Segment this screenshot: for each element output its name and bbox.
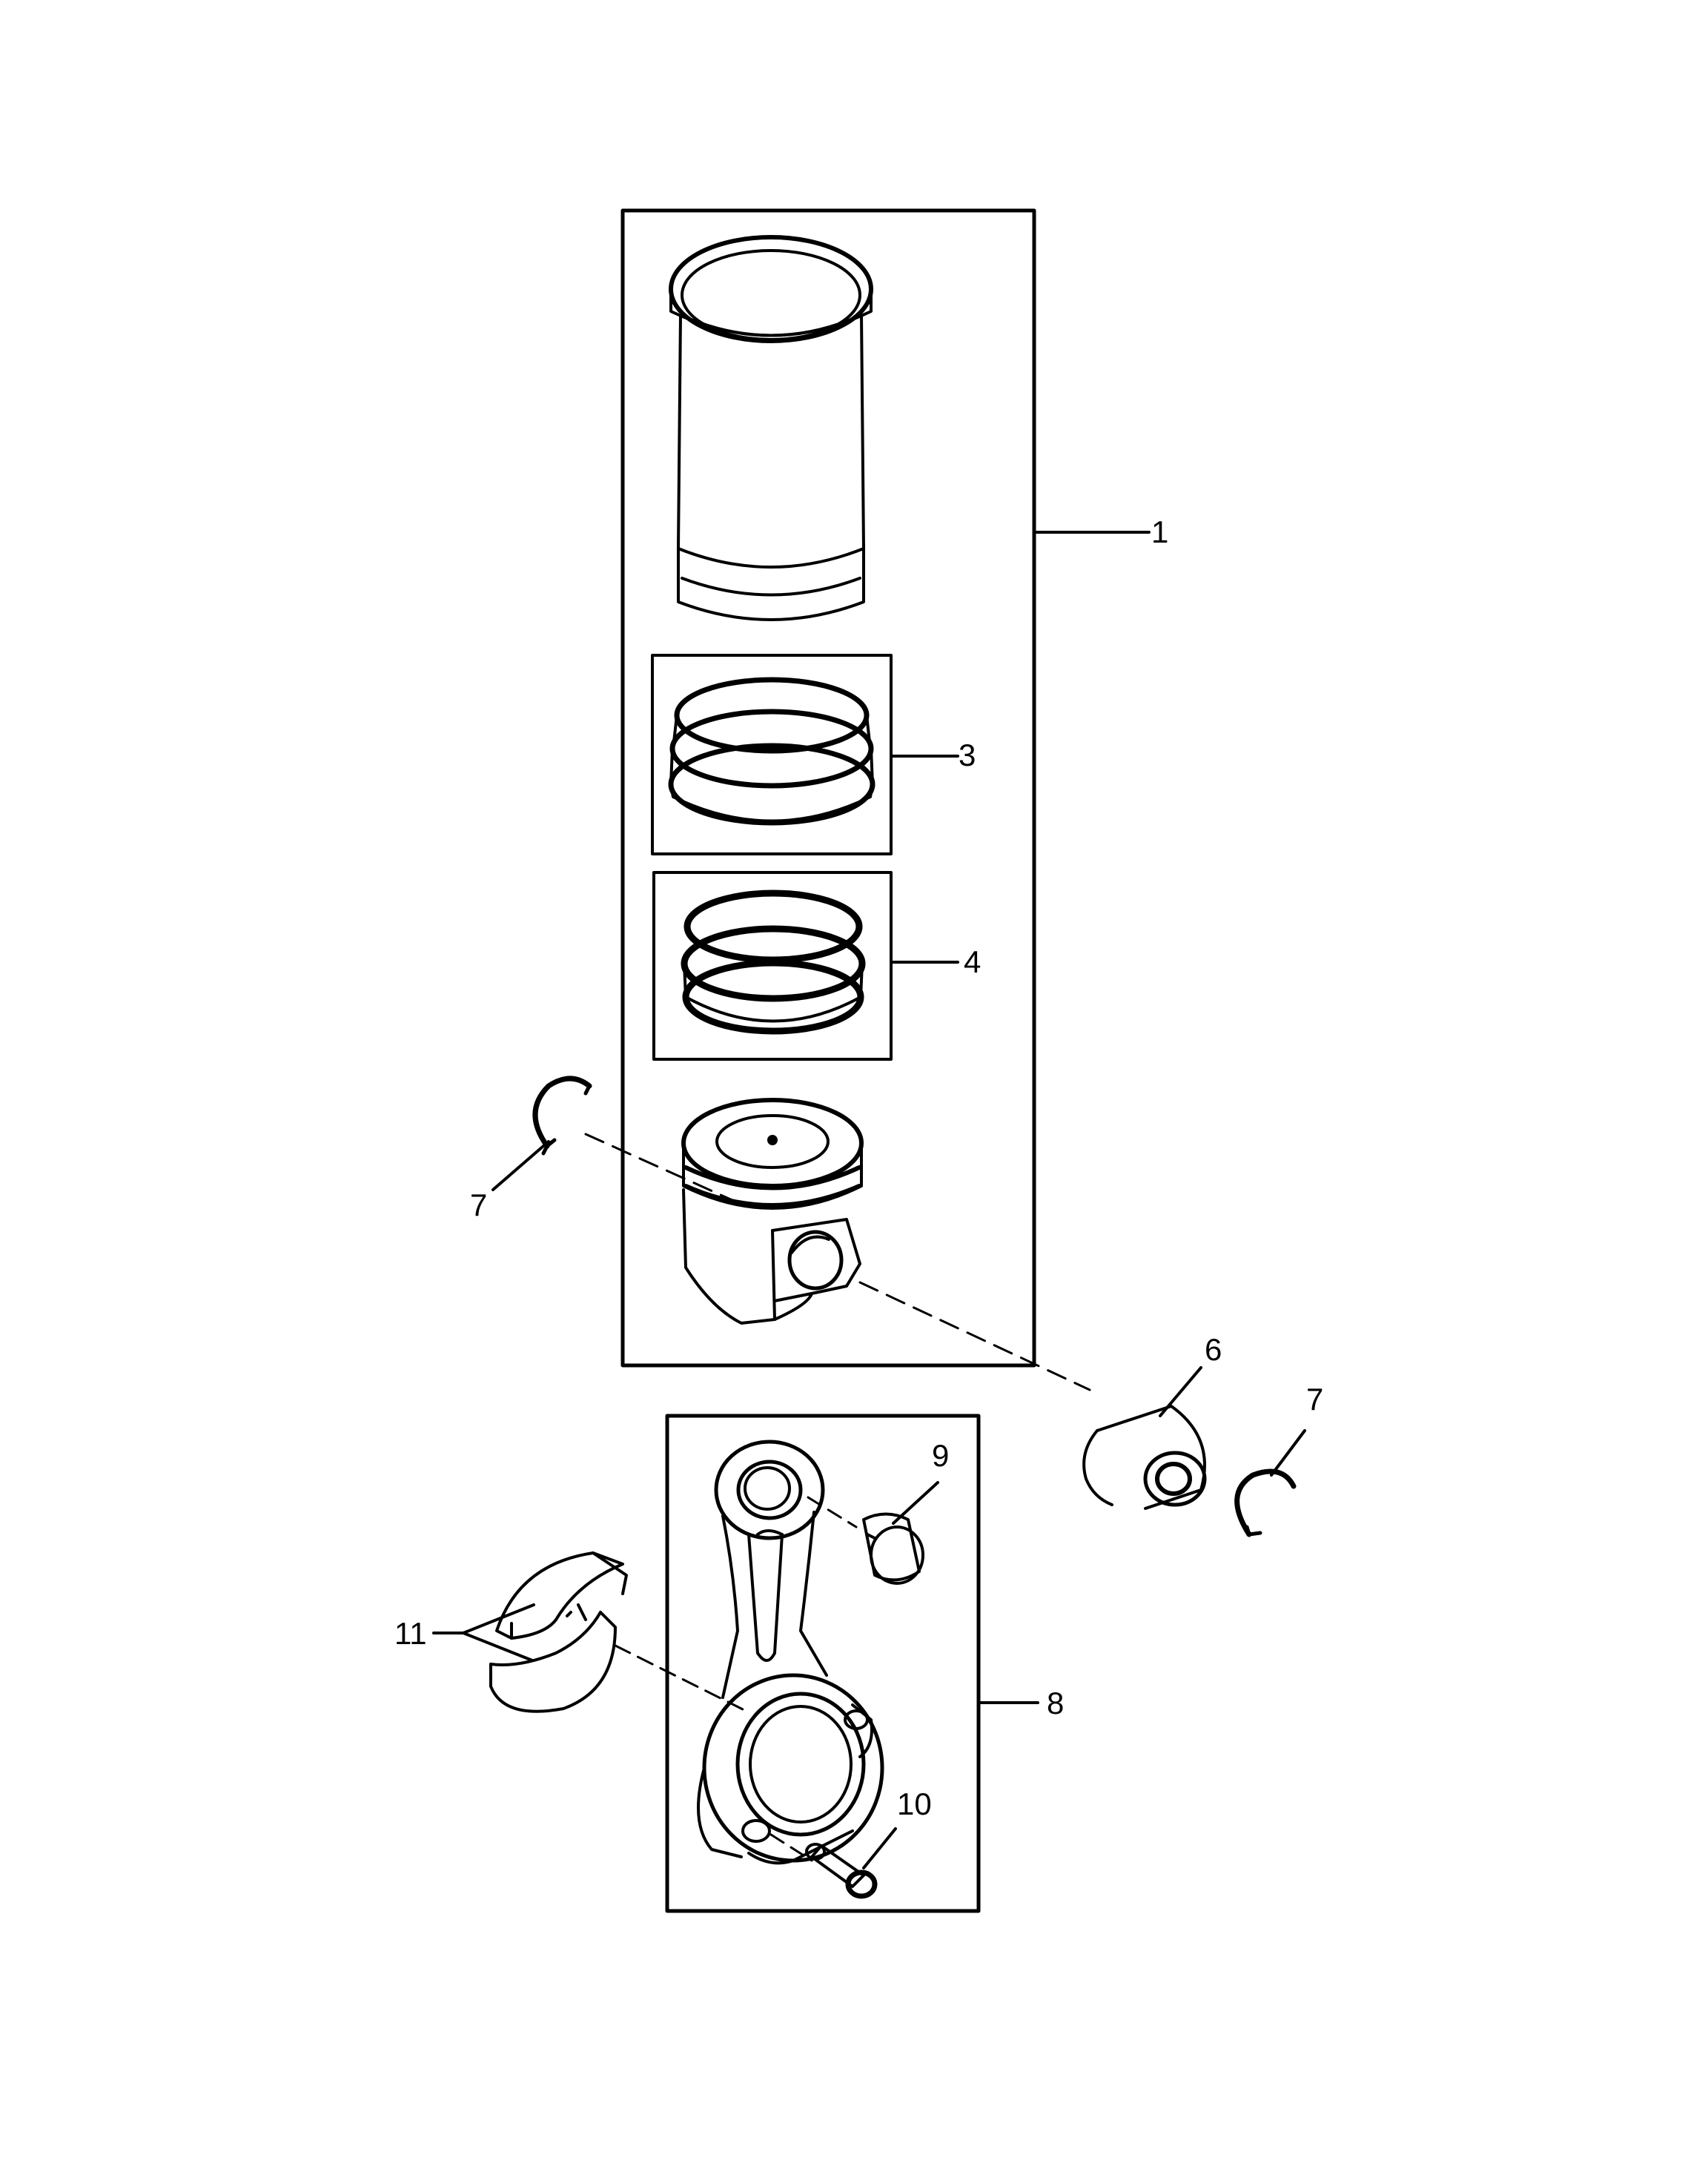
- kit-frame-1: [620, 208, 1036, 1368]
- bearing-shell-icon: [489, 1551, 628, 1713]
- piston-pin-icon: [1082, 1405, 1207, 1510]
- callout-8: 8: [1047, 1686, 1064, 1720]
- callout-4: 4: [964, 944, 981, 979]
- callout-1: 1: [1151, 514, 1168, 549]
- rod-frame-8: [665, 1414, 981, 1913]
- callout-7-left: 7: [470, 1188, 487, 1222]
- piston-ring-set-icon: [668, 677, 875, 826]
- callout-6: 6: [1205, 1332, 1222, 1367]
- leader-6: [1159, 1366, 1202, 1417]
- callout-7-right: 7: [1306, 1382, 1323, 1417]
- piston-icon: [681, 1098, 864, 1325]
- leader-11: [432, 1603, 535, 1662]
- snap-ring-icon: [1234, 1468, 1297, 1537]
- callout-9: 9: [932, 1438, 949, 1473]
- callout-10: 10: [897, 1786, 932, 1821]
- bolt-axis-dashed: [769, 1833, 813, 1862]
- leader-7-left: [491, 1140, 550, 1191]
- bushing-axis-dashed: [807, 1496, 858, 1528]
- callout-3: 3: [959, 738, 976, 772]
- leader-10: [862, 1827, 897, 1869]
- leader-7-right: [1270, 1429, 1306, 1477]
- snap-ring-icon: [532, 1076, 592, 1156]
- connecting-rod-icon: [697, 1440, 884, 1865]
- rod-bolt-icon: [805, 1843, 878, 1899]
- shell-axis-dashed: [614, 1644, 750, 1714]
- bushing-icon: [862, 1512, 924, 1585]
- ring-set-frame-4: [652, 871, 893, 1061]
- piston-ring-set-icon: [681, 890, 866, 1035]
- cylinder-liner-icon: [669, 235, 873, 621]
- pin-axis-dashed: [584, 1133, 1091, 1391]
- leader-9: [892, 1481, 939, 1525]
- callout-11: 11: [394, 1616, 427, 1651]
